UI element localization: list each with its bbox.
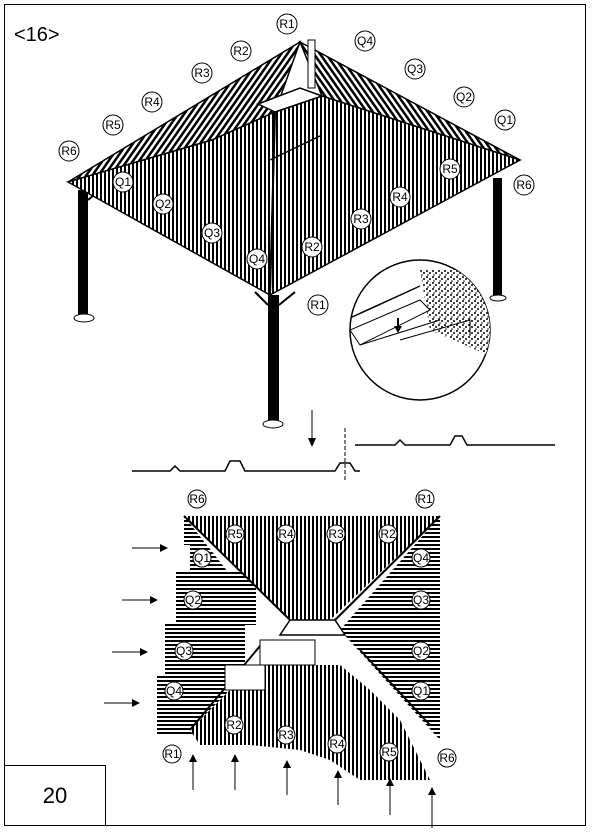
label-top-R1b: R1 [307, 294, 329, 316]
svg-text:R6: R6 [516, 178, 532, 192]
svg-text:Q1: Q1 [497, 113, 513, 127]
label-plan-R6-top: R6 [187, 489, 207, 509]
label-plan-R2-bottom: R2 [224, 715, 244, 735]
label-top-R5: R5 [102, 114, 124, 136]
label-top-R2: R2 [230, 40, 252, 62]
label-top-Q1: Q1 [494, 109, 516, 131]
svg-text:Q2: Q2 [185, 593, 201, 607]
label-top-Q1b: Q1 [112, 171, 134, 193]
label-top-Q3: Q3 [404, 58, 426, 80]
svg-text:R6: R6 [189, 492, 205, 506]
post-front [268, 295, 279, 423]
label-plan-Q4-right: Q4 [411, 548, 431, 568]
arrows-bottom [189, 754, 436, 828]
label-plan-Q3-left: Q3 [174, 641, 194, 661]
svg-text:R2: R2 [226, 718, 242, 732]
svg-text:R1: R1 [279, 17, 295, 31]
svg-text:Q1: Q1 [413, 684, 429, 698]
label-top-Q4: Q4 [354, 30, 376, 52]
label-plan-Q3-right: Q3 [411, 590, 431, 610]
svg-text:Q2: Q2 [456, 90, 472, 104]
arrows-left [104, 544, 168, 707]
label-top-R6b: R6 [513, 174, 535, 196]
svg-text:R6: R6 [61, 144, 77, 158]
label-plan-Q1-left: Q1 [192, 548, 212, 568]
label-top-R3b: R3 [350, 208, 372, 230]
svg-text:Q3: Q3 [407, 62, 423, 76]
svg-text:Q3: Q3 [204, 226, 220, 240]
svg-text:R4: R4 [144, 95, 160, 109]
top-labels: R1 R2 R3 R4 R5 R6 Q4 Q3 Q2 Q1 Q1 Q2 Q3 Q… [58, 13, 535, 316]
label-plan-R3: R3 [326, 524, 346, 544]
label-plan-R1-top: R1 [415, 489, 435, 509]
page-frame [4, 4, 586, 826]
label-top-R1: R1 [276, 13, 298, 35]
svg-text:R4: R4 [329, 737, 345, 751]
label-plan-R5: R5 [225, 524, 245, 544]
label-plan-R6-bottom: R6 [437, 748, 457, 768]
plan-labels: R6 R1 R5 R4 R3 R2 Q1 Q2 Q3 Q4 Q4 Q3 Q2 Q… [162, 489, 457, 768]
svg-text:R2: R2 [233, 44, 249, 58]
svg-text:R6: R6 [439, 751, 455, 765]
svg-text:Q4: Q4 [413, 551, 429, 565]
label-top-R5b: R5 [439, 158, 461, 180]
label-plan-Q1-right: Q1 [411, 681, 431, 701]
roof-plan [104, 515, 441, 828]
label-top-R6: R6 [58, 140, 80, 162]
label-plan-R2: R2 [378, 524, 398, 544]
svg-text:R5: R5 [105, 118, 121, 132]
svg-text:R5: R5 [381, 745, 397, 759]
svg-text:Q2: Q2 [155, 197, 171, 211]
svg-text:Q4: Q4 [249, 252, 265, 266]
svg-text:Q1: Q1 [115, 175, 131, 189]
label-top-Q2b: Q2 [152, 193, 174, 215]
svg-text:R3: R3 [353, 212, 369, 226]
label-top-Q4b: Q4 [246, 248, 268, 270]
label-plan-Q4-left: Q4 [164, 681, 184, 701]
post-back-right [493, 178, 502, 298]
label-plan-R5-bottom: R5 [379, 742, 399, 762]
post-back-left [78, 190, 88, 318]
label-plan-R3-bottom: R3 [276, 725, 296, 745]
svg-text:Q3: Q3 [176, 644, 192, 658]
label-plan-R4-bottom: R4 [327, 734, 347, 754]
label-plan-R1-bottom: R1 [162, 744, 182, 764]
svg-text:Q4: Q4 [357, 34, 373, 48]
page-number-box: 20 [4, 765, 106, 826]
svg-text:R2: R2 [380, 527, 396, 541]
detail-zoom [349, 259, 491, 401]
svg-text:R3: R3 [328, 527, 344, 541]
svg-text:R5: R5 [227, 527, 243, 541]
svg-text:R1: R1 [164, 747, 180, 761]
svg-text:Q2: Q2 [413, 644, 429, 658]
svg-text:R1: R1 [417, 492, 433, 506]
svg-text:Q1: Q1 [194, 551, 210, 565]
svg-text:R5: R5 [442, 162, 458, 176]
svg-text:R3: R3 [194, 66, 210, 80]
label-plan-Q2-right: Q2 [411, 641, 431, 661]
label-top-Q3b: Q3 [201, 222, 223, 244]
label-top-Q2: Q2 [453, 86, 475, 108]
panel-profiles [132, 410, 555, 480]
label-plan-Q2-left: Q2 [183, 590, 203, 610]
svg-text:Q4: Q4 [166, 684, 182, 698]
label-top-R3: R3 [191, 62, 213, 84]
svg-text:R1: R1 [310, 298, 326, 312]
svg-text:R3: R3 [278, 728, 294, 742]
svg-text:R2: R2 [304, 240, 320, 254]
label-top-R4: R4 [141, 91, 163, 113]
page-number: 20 [42, 782, 68, 808]
label-top-R2b: R2 [301, 236, 323, 258]
svg-text:R4: R4 [392, 190, 408, 204]
svg-text:R4: R4 [278, 527, 294, 541]
svg-text:Q3: Q3 [413, 593, 429, 607]
label-plan-R4: R4 [276, 524, 296, 544]
step-label: <16> [14, 24, 60, 46]
label-top-R4b: R4 [389, 186, 411, 208]
